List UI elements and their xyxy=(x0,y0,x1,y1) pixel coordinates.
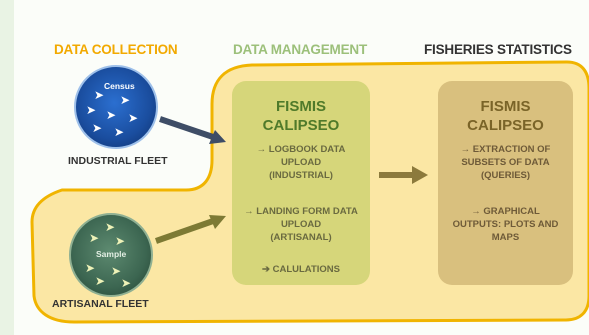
census-label: Census xyxy=(104,81,135,91)
outputs-line1: → GRAPHICAL xyxy=(471,206,540,217)
fish-icon: ➤ xyxy=(120,93,131,107)
fish-icon: ➤ xyxy=(92,121,103,135)
industrial-fleet-label: INDUSTRIAL FLEET xyxy=(68,155,168,167)
landing-line3: (ARTISANAL) xyxy=(270,232,332,243)
logbook-line3: (INDUSTRIAL) xyxy=(269,170,333,181)
fish-icon: ➤ xyxy=(94,88,105,102)
landing-line1: → LANDING FORM DATA xyxy=(244,206,358,217)
fish-icon: ➤ xyxy=(105,220,116,234)
artisanal-fleet-sample-circle: ➤ ➤ ➤ Sample ➤ ➤ ➤ ➤ xyxy=(69,213,153,297)
industrial-fleet-census-circle: Census ➤ ➤ ➤ ➤ ➤ ➤ ➤ xyxy=(74,65,158,149)
outputs-line3: MAPS xyxy=(491,232,520,243)
arrow-right-icon xyxy=(159,116,226,144)
fish-icon: ➤ xyxy=(114,125,125,139)
logbook-line1: → LOGBOOK DATA xyxy=(256,144,346,155)
arrow-right-icon xyxy=(379,166,428,184)
calculations-line: ➔ CALULATIONS xyxy=(262,264,340,275)
header-fisheries-statistics: FISHERIES STATISTICS xyxy=(424,42,572,57)
logbook-line2: UPLOAD xyxy=(280,157,322,168)
fish-icon: ➤ xyxy=(106,108,117,122)
fish-icon: ➤ xyxy=(128,111,139,125)
fish-icon: ➤ xyxy=(115,234,126,248)
fish-icon: ➤ xyxy=(86,103,97,117)
management-title-line1: FISMIS xyxy=(275,98,326,115)
fish-icon: ➤ xyxy=(121,276,132,290)
artisanal-fleet-label: ARTISANAL FLEET xyxy=(52,298,149,310)
header-data-collection: DATA COLLECTION xyxy=(54,42,178,57)
extraction-line3: (QUERIES) xyxy=(480,170,531,181)
header-data-management: DATA MANAGEMENT xyxy=(233,42,367,57)
fish-icon: ➤ xyxy=(95,274,106,288)
extraction-line2: SUBSETS OF DATA xyxy=(461,157,550,168)
landing-line2: UPLOAD xyxy=(280,219,322,230)
statistics-title-line2: CALIPSEO xyxy=(467,117,544,134)
arrow-right-icon xyxy=(155,215,226,244)
statistics-title-line1: FISMIS xyxy=(480,98,531,115)
fish-icon: ➤ xyxy=(85,261,96,275)
fisheries-statistics-box: FISMIS CALIPSEO → EXTRACTION OF SUBSETS … xyxy=(438,81,573,285)
extraction-line1: → EXTRACTION OF xyxy=(460,144,551,155)
sample-label: Sample xyxy=(96,249,127,259)
fish-icon: ➤ xyxy=(111,264,122,278)
management-title-line2: CALIPSEO xyxy=(262,117,340,134)
fish-icon: ➤ xyxy=(89,231,100,245)
data-management-box: FISMIS CALIPSEO → LOGBOOK DATA UPLOAD (I… xyxy=(232,81,370,285)
outputs-line2: OUTPUTS: PLOTS AND xyxy=(452,219,559,230)
